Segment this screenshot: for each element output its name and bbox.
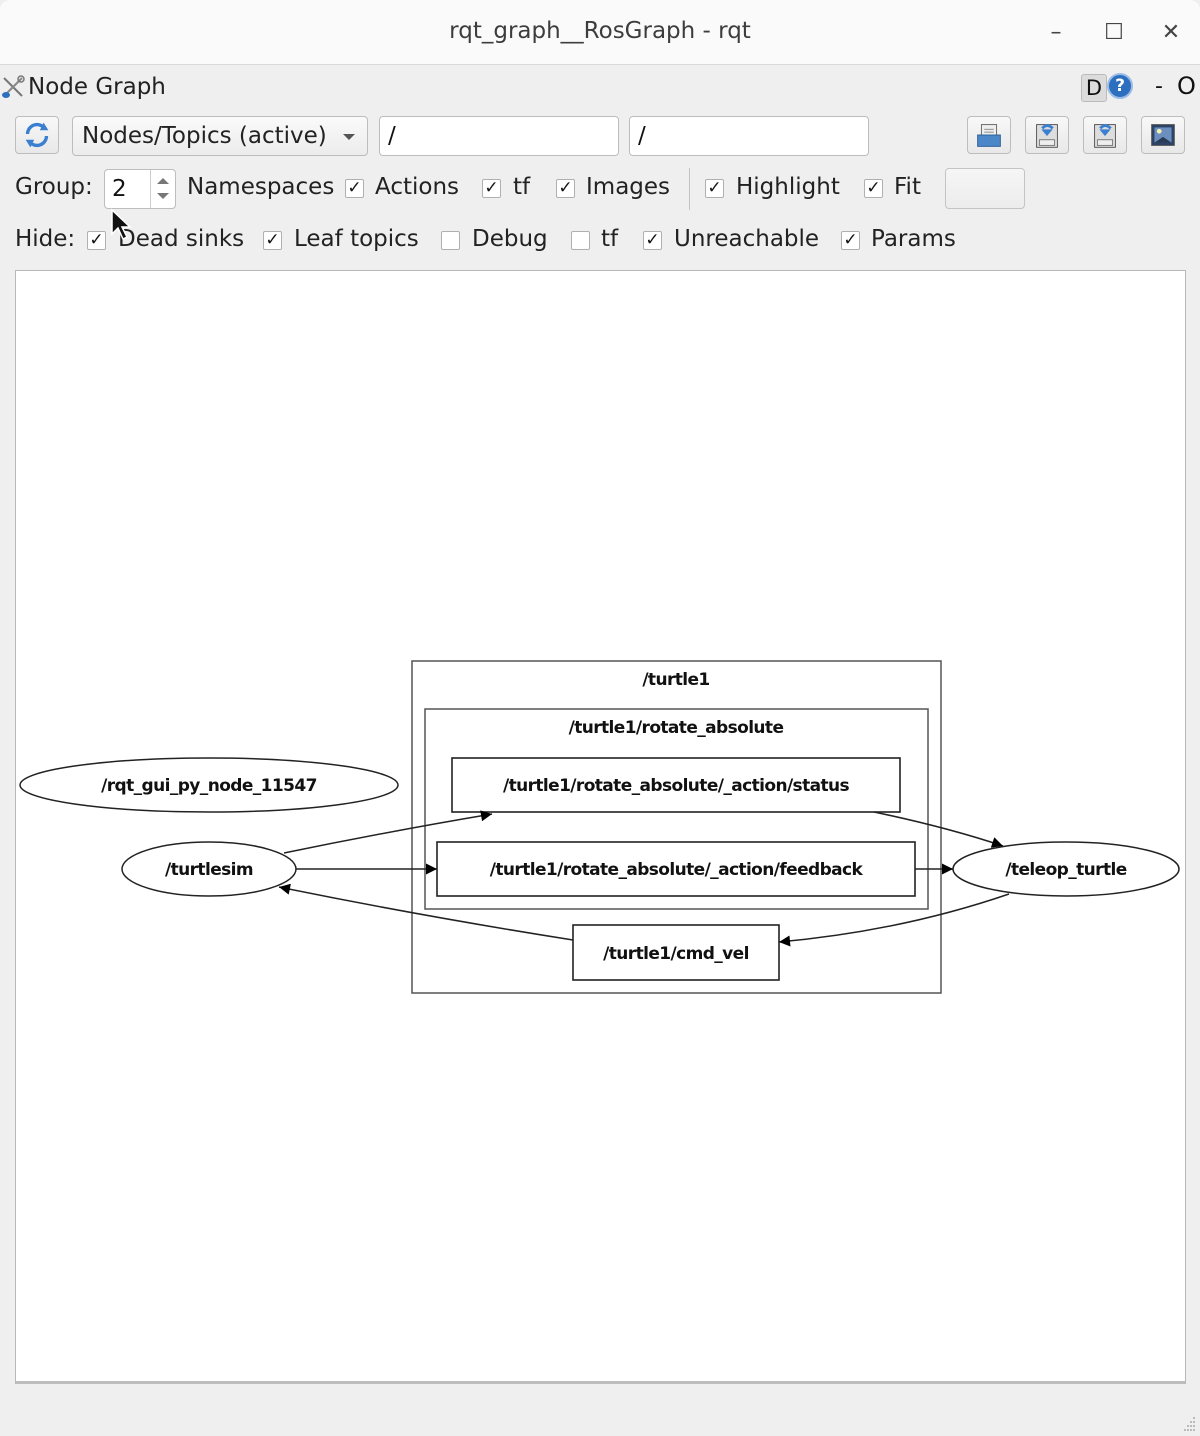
topic-status-label: /turtle1/rotate_absolute/_action/status bbox=[503, 776, 850, 796]
graph-canvas[interactable]: /turtle1 /turtle1/rotate_absolute /turtl… bbox=[15, 270, 1186, 1384]
plugin-title: Node Graph bbox=[28, 74, 166, 100]
spin-up-icon[interactable] bbox=[157, 178, 169, 184]
edge-teleop-cmd-vel bbox=[778, 893, 1010, 947]
topic-cmd-vel[interactable] bbox=[572, 924, 780, 981]
fit-label: Fit bbox=[894, 174, 921, 200]
leaf-topics-checkbox[interactable]: ✓ bbox=[263, 231, 282, 250]
maximize-button[interactable]: ☐ bbox=[1104, 20, 1124, 45]
hide-tf-label: tf bbox=[601, 226, 619, 252]
images-checkbox[interactable]: ✓ bbox=[556, 179, 575, 198]
dead-sinks-label: Dead sinks bbox=[118, 226, 245, 252]
node-turtlesim-label: /turtlesim bbox=[165, 860, 253, 880]
graph-svg[interactable]: /turtle1 /turtle1/rotate_absolute /turtl… bbox=[16, 271, 1187, 1383]
hide-label: Hide: bbox=[15, 226, 76, 252]
chevron-down-icon bbox=[343, 134, 355, 140]
save-svg-button[interactable] bbox=[1083, 116, 1127, 154]
images-label: Images bbox=[586, 174, 671, 200]
node-rqt-gui[interactable] bbox=[19, 757, 399, 813]
fit-checkbox[interactable]: ✓ bbox=[864, 179, 883, 198]
mouse-cursor-icon bbox=[111, 208, 132, 241]
save-svg-icon bbox=[1094, 124, 1116, 148]
namespaces-label: Namespaces bbox=[187, 174, 335, 200]
node-teleop-turtle-label: /teleop_turtle bbox=[1005, 860, 1126, 880]
refresh-icon bbox=[25, 122, 49, 148]
resize-grip-icon[interactable] bbox=[1180, 1416, 1196, 1432]
group-value: 2 bbox=[112, 176, 127, 202]
node-rqt-gui-label: /rqt_gui_py_node_11547 bbox=[101, 776, 317, 796]
load-dot-icon bbox=[977, 124, 1001, 147]
dock-button[interactable]: D bbox=[1081, 74, 1107, 102]
minimize-button[interactable]: – bbox=[1050, 20, 1062, 45]
tools-icon bbox=[2, 75, 25, 98]
node-filter-input[interactable]: / bbox=[379, 116, 619, 156]
plugin-minimize-button[interactable]: - bbox=[1155, 74, 1163, 99]
tf-checkbox[interactable]: ✓ bbox=[482, 179, 501, 198]
edge-cmd-vel-turtlesim bbox=[278, 883, 574, 941]
graph-type-value: Nodes/Topics (active) bbox=[82, 123, 327, 149]
dead-sinks-checkbox[interactable]: ✓ bbox=[87, 231, 106, 250]
save-dot-button[interactable] bbox=[1025, 116, 1069, 154]
params-label: Params bbox=[871, 226, 956, 252]
help-icon[interactable]: ? bbox=[1107, 73, 1133, 99]
close-button[interactable]: ✕ bbox=[1161, 20, 1181, 45]
refresh-button[interactable] bbox=[15, 116, 59, 154]
topic-status[interactable] bbox=[451, 757, 901, 813]
group-spinbox[interactable]: 2 bbox=[104, 169, 176, 209]
save-image-button[interactable] bbox=[1141, 116, 1185, 154]
window-titlebar: rqt_graph__RosGraph - rqt – ☐ ✕ bbox=[0, 0, 1200, 65]
debug-checkbox[interactable] bbox=[441, 231, 460, 250]
fit-view-button[interactable] bbox=[945, 168, 1025, 209]
highlight-label: Highlight bbox=[736, 174, 840, 200]
topic-cmd-vel-label: /turtle1/cmd_vel bbox=[603, 944, 749, 964]
save-image-icon bbox=[1151, 124, 1175, 146]
group-label: Group: bbox=[15, 174, 93, 200]
actions-checkbox[interactable]: ✓ bbox=[345, 179, 364, 198]
actions-label: Actions bbox=[375, 174, 460, 200]
unreachable-label: Unreachable bbox=[674, 226, 820, 252]
graph-type-dropdown[interactable]: Nodes/Topics (active) bbox=[72, 116, 368, 156]
topic-filter-input[interactable]: / bbox=[629, 116, 869, 156]
cluster-rotate-absolute-label: /turtle1/rotate_absolute bbox=[569, 718, 784, 738]
highlight-checkbox[interactable]: ✓ bbox=[705, 179, 724, 198]
edge-turtlesim-status bbox=[283, 810, 493, 854]
spin-down-icon[interactable] bbox=[157, 193, 169, 199]
debug-label: Debug bbox=[472, 226, 548, 252]
spin-buttons[interactable] bbox=[150, 170, 175, 208]
window-title: rqt_graph__RosGraph - rqt bbox=[449, 18, 751, 44]
edge-status-teleop bbox=[873, 811, 1004, 848]
load-dot-button[interactable] bbox=[967, 116, 1011, 154]
unreachable-checkbox[interactable]: ✓ bbox=[643, 231, 662, 250]
cluster-turtle1-label: /turtle1 bbox=[642, 670, 709, 690]
separator bbox=[689, 168, 690, 210]
leaf-topics-label: Leaf topics bbox=[294, 226, 419, 252]
tf-label: tf bbox=[513, 174, 531, 200]
params-checkbox[interactable]: ✓ bbox=[841, 231, 860, 250]
save-dot-icon bbox=[1036, 124, 1058, 148]
hide-tf-checkbox[interactable] bbox=[571, 231, 590, 250]
cluster-rotate-absolute[interactable] bbox=[424, 708, 929, 910]
plugin-close-button[interactable]: O bbox=[1177, 72, 1196, 100]
topic-feedback-label: /turtle1/rotate_absolute/_action/feedbac… bbox=[490, 860, 864, 880]
